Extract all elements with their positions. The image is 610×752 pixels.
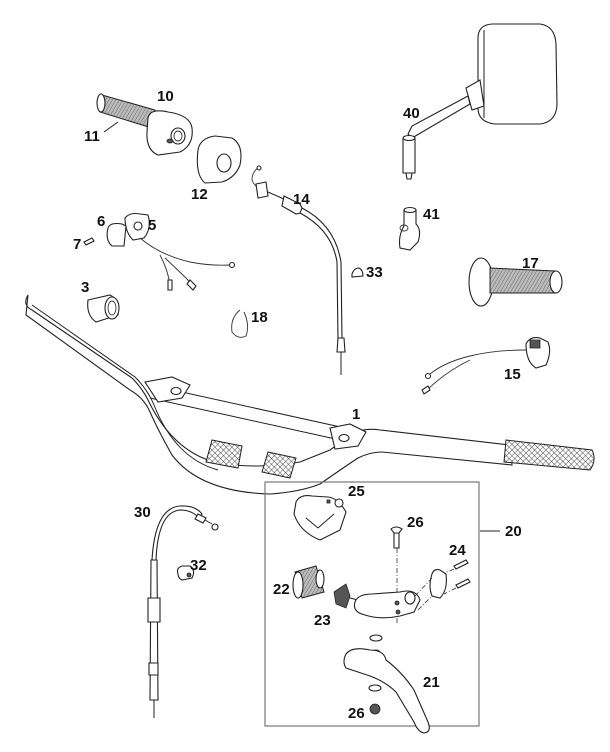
callout-26-bolt[interactable]: 26	[407, 514, 424, 531]
lever-cover-part	[293, 495, 347, 541]
callout-18[interactable]: 18	[251, 309, 268, 326]
callout-11[interactable]: 11	[84, 128, 100, 145]
throttle-cable-part	[251, 165, 346, 375]
callout-41[interactable]: 41	[423, 206, 440, 223]
mirror-mount-part	[398, 206, 421, 251]
callout-14[interactable]: 14	[293, 191, 310, 208]
callout-26-nut[interactable]: 26	[348, 705, 365, 722]
cable-tie-part	[231, 309, 249, 338]
clutch-lever-part	[343, 634, 430, 734]
callout-15[interactable]: 15	[504, 366, 521, 383]
callout-1[interactable]: 1	[352, 406, 361, 423]
lever-perch-part	[353, 577, 433, 619]
callout-30[interactable]: 30	[134, 504, 151, 521]
callout-3[interactable]: 3	[81, 279, 90, 296]
throttle-assembly-part	[96, 93, 193, 156]
callout-32[interactable]: 32	[190, 557, 207, 574]
switch-assembly-part	[83, 212, 236, 291]
callout-40[interactable]: 40	[403, 105, 420, 122]
callout-22[interactable]: 22	[273, 581, 290, 598]
callout-17[interactable]: 17	[522, 255, 539, 272]
callout-6[interactable]: 6	[97, 213, 106, 230]
rubber-boot-part	[292, 565, 325, 599]
callout-21[interactable]: 21	[423, 674, 440, 691]
cable-cap-part	[351, 267, 364, 278]
callout-7[interactable]: 7	[73, 236, 82, 253]
kill-switch-part	[421, 337, 551, 395]
callout-25[interactable]: 25	[348, 483, 365, 500]
bushing-part	[87, 294, 120, 323]
clamp-screws-part	[429, 559, 471, 599]
mirror-part	[402, 23, 558, 180]
callout-23[interactable]: 23	[314, 612, 331, 629]
clutch-cable-part	[147, 505, 219, 718]
callout-5[interactable]: 5	[148, 217, 157, 234]
handlebar-part	[25, 294, 595, 495]
callout-24[interactable]: 24	[449, 542, 466, 559]
callout-12[interactable]: 12	[191, 186, 208, 203]
cable-clip-part	[176, 565, 195, 581]
group-box-20	[264, 481, 480, 727]
callout-20[interactable]: 20	[505, 523, 522, 540]
callout-33[interactable]: 33	[366, 264, 383, 281]
left-grip-part	[468, 257, 563, 307]
throttle-cover-part	[196, 135, 242, 184]
callout-10[interactable]: 10	[157, 88, 174, 105]
